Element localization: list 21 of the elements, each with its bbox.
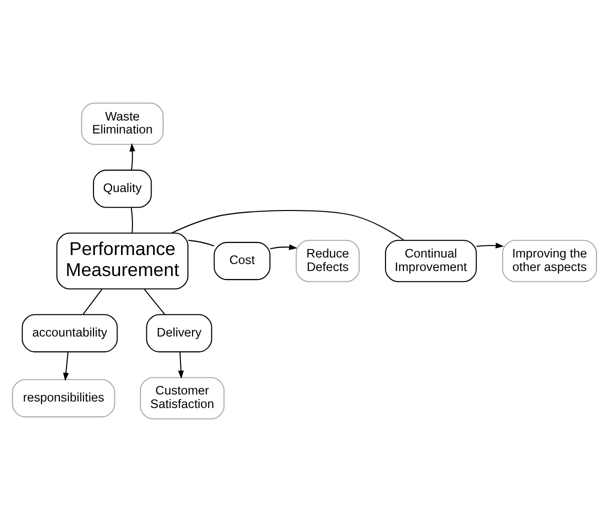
node-box: Cost bbox=[214, 242, 270, 280]
connector bbox=[188, 240, 214, 246]
node-box: accountability bbox=[22, 314, 118, 352]
node-box: Improving the other aspects bbox=[502, 240, 598, 282]
node-box: Quality bbox=[92, 170, 152, 208]
node-box: responsibilities bbox=[12, 379, 116, 418]
node-box: Delivery bbox=[146, 314, 212, 352]
arrow bbox=[178, 352, 184, 379]
node-box: Continual Improvement bbox=[384, 240, 477, 282]
connector bbox=[130, 207, 133, 233]
arrow bbox=[476, 242, 504, 249]
connector bbox=[144, 288, 166, 315]
arrow bbox=[63, 352, 69, 382]
node-box: Performance Measurement bbox=[56, 232, 188, 290]
node-box: Customer Satisfaction bbox=[140, 377, 225, 420]
node-box: Reduce Defects bbox=[296, 240, 360, 282]
arrow bbox=[270, 244, 298, 250]
connector bbox=[171, 210, 404, 241]
arrow bbox=[129, 143, 136, 170]
connector bbox=[82, 288, 103, 315]
node-box: Waste Elimination bbox=[81, 102, 164, 145]
